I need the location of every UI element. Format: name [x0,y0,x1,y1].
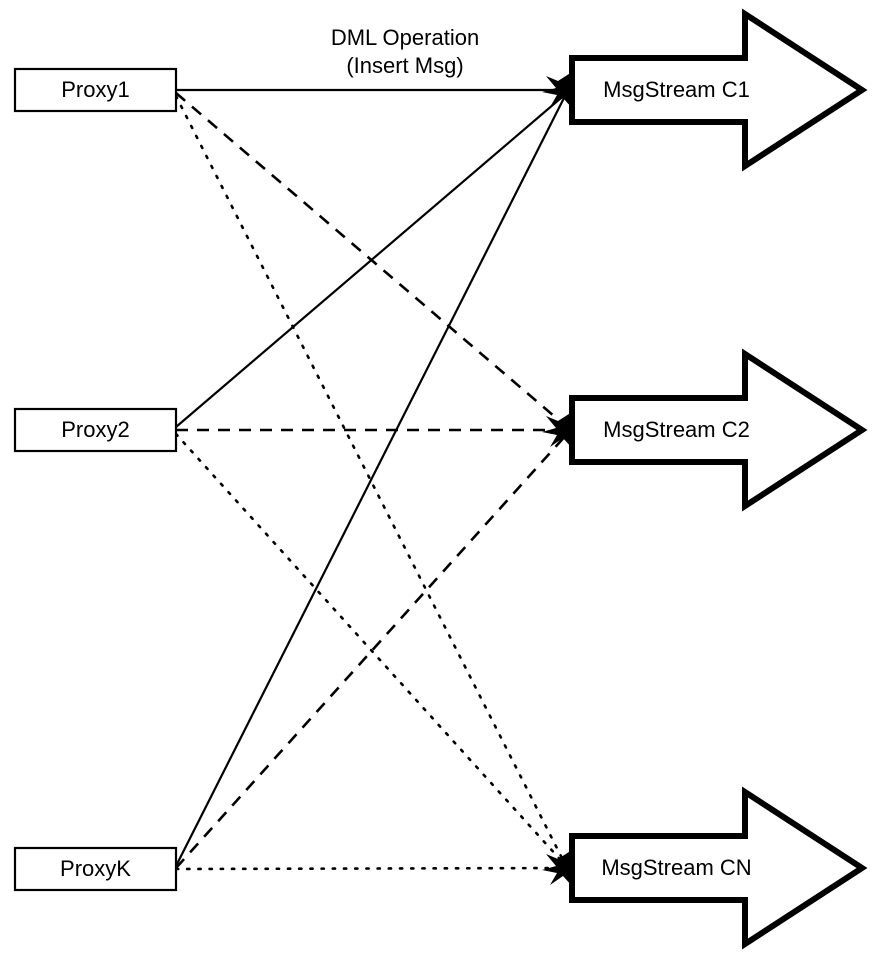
edge-pk-c2 [175,432,569,869]
msgstream-shapes-layer: MsgStream C1 MsgStream C2 MsgStream CN [569,8,868,950]
edge-pk-cn [174,866,572,871]
edges-layer [174,88,572,871]
msgstream-stream_c2: MsgStream C2 [569,348,868,512]
edge-p1-cn [174,94,568,868]
arrowhead-head-c2 [542,412,572,448]
msgstream-arrow-shape [569,786,868,950]
proxy-node-proxy1[interactable]: Proxy1 [13,67,178,113]
msgstream-label: MsgStream C1 [603,77,750,102]
edge-p2-cn [174,432,568,868]
msgstream-arrow-shape [569,8,868,172]
proxy-node-proxy2[interactable]: Proxy2 [13,407,178,453]
edge-p2-c1 [175,91,569,428]
msgstream-arrow-shape [569,348,868,512]
arrowhead-head-cn [542,850,572,886]
proxy-box[interactable] [13,407,178,453]
arrowhead-head-c1 [542,72,572,108]
proxy-node-proxyk[interactable]: ProxyK [13,846,178,892]
msgstream-label: MsgStream C2 [603,417,750,442]
dml-operation-caption-line2: (Insert Msg) [346,53,463,78]
dml-operation-caption-line1: DML Operation [331,25,479,50]
proxy-box[interactable] [13,846,178,892]
msgstream-stream_cn: MsgStream CN [569,786,868,950]
proxy-label: Proxy1 [61,77,129,102]
arrowheads-layer [542,72,572,886]
edge-pk-c1 [175,93,567,867]
msgstream-stream_c1: MsgStream C1 [569,8,868,172]
msgstream-label: MsgStream CN [601,855,751,880]
proxy-label: Proxy2 [61,417,129,442]
proxy-box[interactable] [13,67,178,113]
proxy-label: ProxyK [60,856,131,881]
